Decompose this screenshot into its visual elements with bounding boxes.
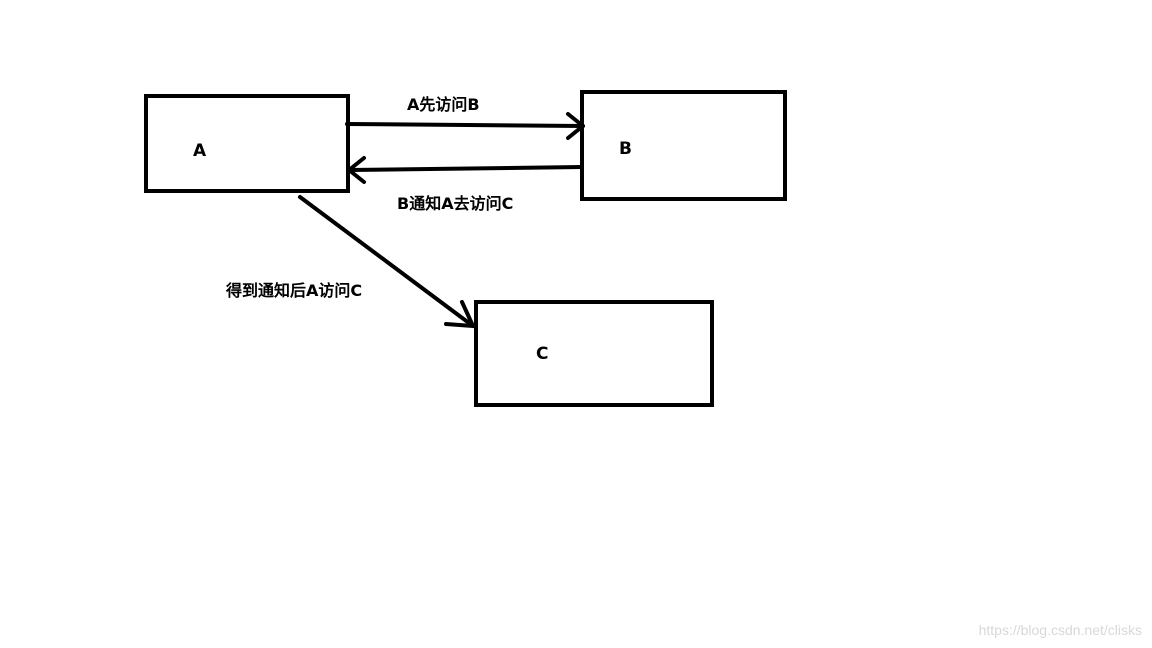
- edge-a-to-b-arrowhead: [566, 112, 585, 140]
- edge-a-to-b-label: A先访问B: [407, 95, 480, 114]
- edge-b-to-a-label: B通知A去访问C: [397, 194, 513, 213]
- node-a-label: A: [193, 141, 207, 161]
- watermark-text: https://blog.csdn.net/clisks: [978, 622, 1142, 638]
- node-b-box: [580, 90, 787, 201]
- node-b: B: [580, 90, 787, 201]
- node-c-box: [474, 300, 714, 407]
- edge-b-to-a-arrowhead: [347, 156, 366, 184]
- edge-a-to-b: A先访问B: [345, 95, 585, 140]
- edge-b-to-a: B通知A去访问C: [347, 156, 584, 213]
- edge-a-to-b-line: [345, 122, 585, 128]
- node-c: C: [474, 300, 714, 407]
- edge-a-to-c-arrowhead: [444, 300, 475, 328]
- edge-b-to-a-line: [347, 165, 584, 172]
- node-c-label: C: [536, 344, 548, 364]
- edge-a-to-c-line: [298, 195, 475, 328]
- node-b-label: B: [619, 139, 632, 159]
- node-a: A: [144, 94, 350, 193]
- node-a-box: [144, 94, 350, 193]
- edge-a-to-c-label: 得到通知后A访问C: [225, 281, 362, 300]
- edge-a-to-c: 得到通知后A访问C: [225, 195, 475, 328]
